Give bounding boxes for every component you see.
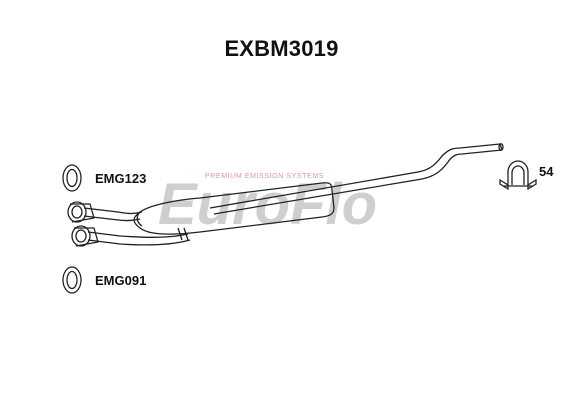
exhaust-pipe-assembly [67,143,504,247]
part-label-emg123: EMG123 [95,171,147,186]
part-number-title: EXBM3019 [224,36,339,61]
gasket-emg123-icon [62,164,82,192]
part-label-emg091: EMG091 [95,273,147,288]
part-label-54: 54 [539,164,554,179]
clamp-54-icon [499,160,537,191]
watermark-tagline: PREMIUM EMISSION SYSTEMS [205,173,324,180]
gasket-emg091-icon [62,266,82,294]
